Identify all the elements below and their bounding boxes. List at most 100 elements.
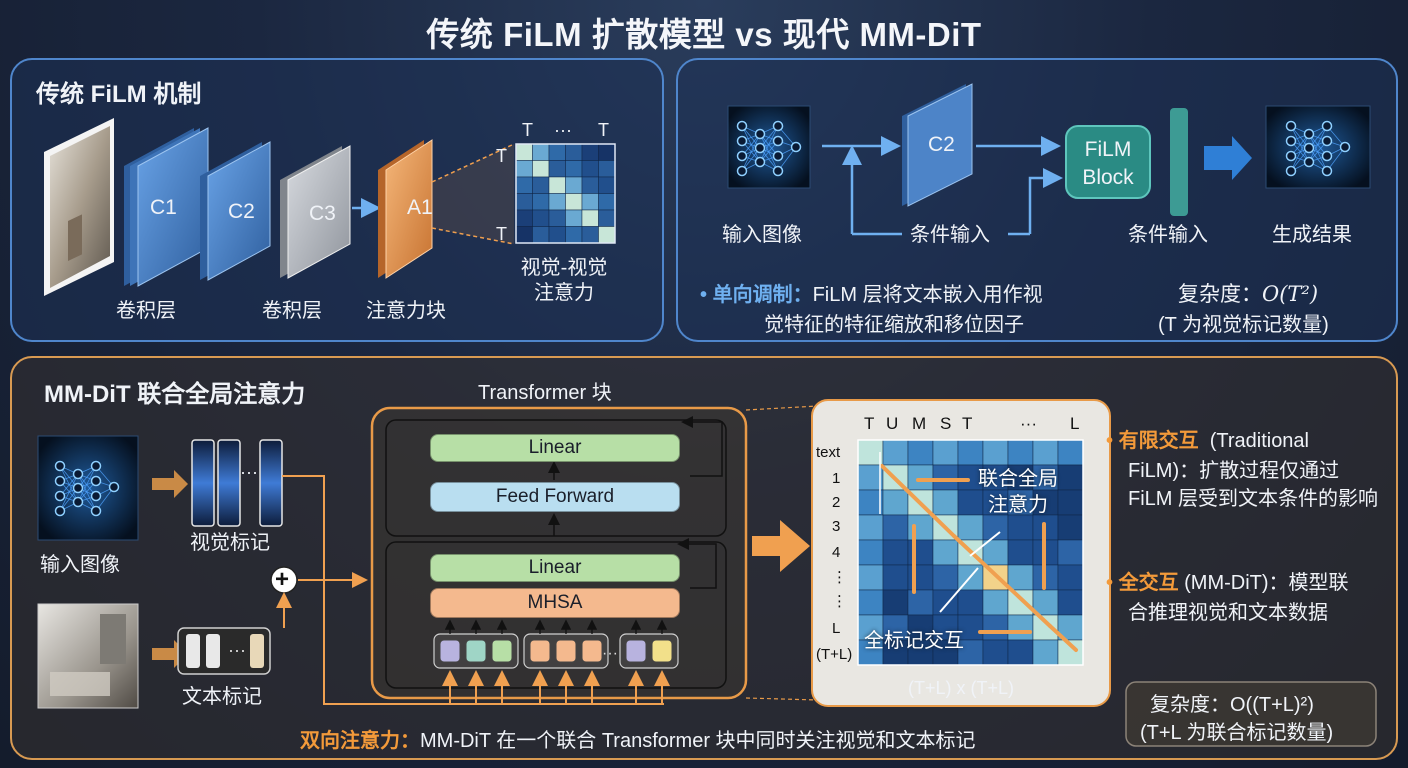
film-complexity-note: (T 为视觉标记数量) <box>1158 314 1329 336</box>
mmdit-complexity-line-1: 复杂度：O((T+L)²) <box>1150 694 1314 716</box>
bidirectional-caption: 双向注意力：MM-DiT 在一个联合 Transformer 块中同时关注视觉和… <box>300 724 976 753</box>
conv-layer-label-2: 卷积层 <box>262 300 322 322</box>
network-node <box>1303 128 1315 140</box>
matrix-cell <box>515 193 533 211</box>
matrix-cell <box>565 193 583 211</box>
matrix-cell <box>598 160 616 178</box>
matrix-cell <box>532 176 550 194</box>
joint-matrix-cell <box>857 614 884 641</box>
big-matrix-top-label: T <box>864 414 875 433</box>
flow-input-label: 输入图像 <box>722 224 802 246</box>
token-row-ellipsis: ··· <box>602 645 618 662</box>
network-node <box>1303 156 1315 168</box>
limited-interaction-text-2: FiLM)：扩散过程仅通过 <box>1128 460 1340 482</box>
joint-matrix-cell <box>907 564 934 591</box>
mmdit-complexity-box <box>1125 681 1377 747</box>
layer-label-c1: C1 <box>150 196 177 219</box>
visual-token-strips <box>191 439 283 527</box>
joint-matrix-cell <box>882 439 909 466</box>
matrix-cell <box>548 193 566 211</box>
network-node <box>1339 141 1351 153</box>
matrix-cell <box>532 226 550 244</box>
full-interaction-text-2: 合推理视觉和文本数据 <box>1128 602 1328 624</box>
layer-label-c2: C2 <box>228 200 255 223</box>
joint-matrix-cell <box>957 464 984 491</box>
token <box>555 639 577 663</box>
matrix-cell <box>598 193 616 211</box>
matrix-cell <box>548 209 566 227</box>
joint-matrix-cell <box>882 639 909 666</box>
network-node <box>1285 120 1297 132</box>
joint-matrix-cell <box>1007 439 1034 466</box>
joint-matrix-cell <box>1032 639 1059 666</box>
full-interaction-line-1: • 全交互 (MM-DiT)：模型联 <box>1106 566 1349 595</box>
joint-matrix-cell <box>882 489 909 516</box>
network-node <box>90 475 102 487</box>
mmdit-input-network-icon <box>37 435 139 541</box>
linear-bottom-block: Linear <box>430 554 680 582</box>
big-matrix-side-label: 4 <box>832 544 841 561</box>
joint-matrix-cell <box>857 539 884 566</box>
to-matrix-arrow <box>752 520 810 572</box>
big-matrix-side-label: 3 <box>832 518 841 535</box>
big-matrix-top-label: T <box>962 414 973 433</box>
matrix-cell <box>565 226 583 244</box>
limited-interaction-line-1: • 有限交互 (Traditional <box>1106 424 1309 453</box>
network-node <box>772 135 784 147</box>
matrix-cell <box>515 226 533 244</box>
mhsa-block: MHSA <box>430 588 680 618</box>
input-network-icon <box>727 105 811 189</box>
matrix-side-label-2: T <box>496 224 507 244</box>
conv-layer-c3 <box>280 145 351 279</box>
network-node <box>54 475 66 487</box>
joint-matrix-cell <box>1057 489 1084 516</box>
all-token-interaction-label: 全标记交互 <box>864 630 964 652</box>
mmdit-complexity-line-2: (T+L 为联合标记数量) <box>1140 722 1334 744</box>
visual-attention-matrix <box>515 143 616 244</box>
joint-matrix-cell <box>982 614 1009 641</box>
matrix-cell <box>515 160 533 178</box>
limited-interaction-text-1: (Traditional <box>1209 430 1309 452</box>
token <box>491 639 513 663</box>
unidirectional-text-1: FiLM 层将文本嵌入用作视 <box>812 284 1043 306</box>
token-input-arrows <box>442 670 670 704</box>
matrix-cell <box>548 160 566 178</box>
joint-matrix-cell <box>882 614 909 641</box>
joint-matrix-cell <box>857 489 884 516</box>
big-matrix-side-label: ⋮ <box>832 593 847 610</box>
bullet-dot: • <box>700 284 708 306</box>
network-node <box>754 142 766 154</box>
big-matrix-top-label: U <box>886 414 899 433</box>
big-matrix-side-label: 2 <box>832 494 841 511</box>
joint-matrix-cell <box>1032 464 1059 491</box>
network-node <box>754 128 766 140</box>
film-flow-diagram <box>727 83 1371 236</box>
big-matrix-top-label: S <box>940 414 952 433</box>
joint-matrix-cell <box>932 539 959 566</box>
network-node <box>72 496 84 508</box>
joint-matrix-cell <box>932 464 959 491</box>
film-panel-title: 传统 FiLM 机制 <box>36 81 202 108</box>
token <box>529 639 551 663</box>
film-block <box>1065 125 1151 199</box>
matrix-cell <box>581 209 599 227</box>
joint-matrix-cell <box>1032 589 1059 616</box>
matrix-cell <box>598 209 616 227</box>
full-interaction-text-1: (MM-DiT)：模型联 <box>1184 572 1349 594</box>
flow-conv-c2 <box>902 83 973 207</box>
joint-matrix-cell <box>1007 489 1034 516</box>
joint-matrix-cell <box>957 639 984 666</box>
visual-tokens-label: 视觉标记 <box>190 532 270 554</box>
film-block-label: FiLM Block <box>1082 138 1134 189</box>
joint-matrix-cell <box>907 589 934 616</box>
joint-matrix-cell <box>857 639 884 666</box>
joint-matrix-cell <box>957 514 984 541</box>
film-flow-panel <box>676 58 1398 342</box>
attention-block-label: 注意力块 <box>366 300 446 322</box>
matrix-cell <box>565 160 583 178</box>
matrix-cell <box>581 193 599 211</box>
network-node <box>108 481 120 493</box>
joint-matrix-cell <box>857 589 884 616</box>
matrix-cell <box>581 160 599 178</box>
joint-matrix-cell <box>907 539 934 566</box>
